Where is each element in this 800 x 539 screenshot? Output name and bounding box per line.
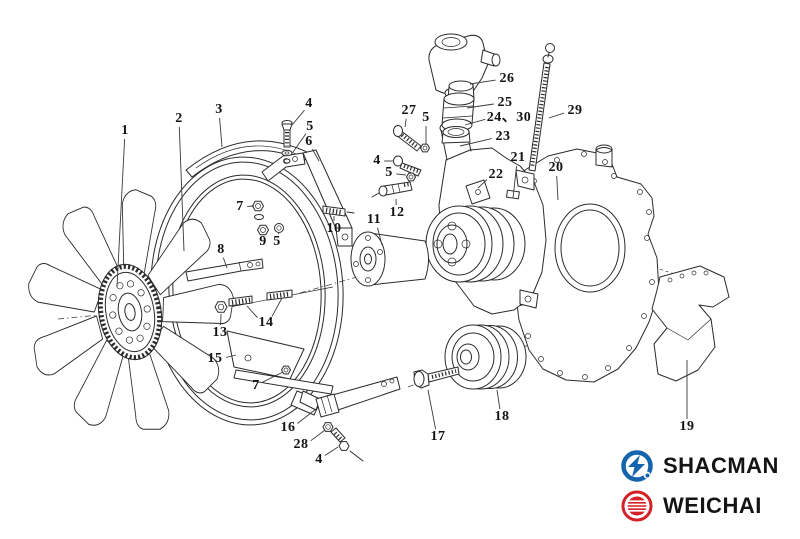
washer-nut-part [323,423,333,432]
hub-nut-part [215,302,227,312]
callout-14: 14 [258,315,274,330]
callout-8: 8 [217,242,225,257]
callout-13: 13 [212,325,228,340]
callout-26: 26 [499,71,515,86]
callout-5: 5 [385,165,393,180]
callout-5: 5 [273,234,281,249]
callout-20: 20 [548,160,564,175]
shacman-logo-icon [621,450,653,482]
callout-4: 4 [315,452,323,467]
callout-11: 11 [366,212,382,227]
callout-15: 15 [207,351,223,366]
callout-19: 19 [679,419,695,434]
callout-4: 4 [305,96,313,111]
callout-24、30: 24、30 [486,110,532,125]
callout-10: 10 [326,221,342,236]
callout-17: 17 [430,429,446,444]
callout-21: 21 [510,150,526,165]
hose-with-clamps-part [441,92,475,132]
fan-bracket-bar-part [185,258,264,282]
fan-part [24,187,235,436]
callout-23: 23 [495,129,511,144]
support-bracket-part [302,149,353,247]
callout-25: 25 [497,95,513,110]
callout-2: 2 [175,111,183,126]
callout-18: 18 [494,409,510,424]
callout-28: 28 [293,437,309,452]
fan-hub [97,263,163,361]
callout-16: 16 [280,420,296,435]
callout-1: 1 [121,123,129,138]
callout-7: 7 [236,199,244,214]
weichai-wordmark: WEICHAI [663,492,762,519]
bolt-part [330,427,364,462]
callout-9: 9 [259,234,267,249]
callout-22: 22 [488,167,504,182]
shacman-brand: SHACMAN [620,448,779,484]
elbow-fitting-part [371,181,413,198]
callout-5: 5 [306,119,314,134]
lower-guard-plate-part [226,330,334,395]
timing-gear-housing-plate [510,144,660,383]
callout-27: 27 [401,103,417,118]
thermostat-seat-part [441,126,471,144]
rear-support-bracket-part [651,265,730,382]
weichai-brand: WEICHAI [620,488,779,524]
bottom-bracket-part [299,376,401,418]
stud-part [228,289,293,307]
flange-bolt-part [281,120,293,164]
callout-29: 29 [567,103,583,118]
weichai-logo-icon [621,490,653,522]
dipstick-tube-part [528,43,555,172]
hex-nut-part [253,201,284,235]
stud-bolt-part [322,205,355,217]
long-bolt-part [393,125,430,152]
callout-4: 4 [373,153,381,168]
water-pump-pulley-part [425,205,526,283]
pulley-bolt-part [413,366,460,389]
callout-12: 12 [389,205,405,220]
callout-6: 6 [305,134,313,149]
callout-5: 5 [422,110,430,125]
callout-3: 3 [215,102,223,117]
shacman-wordmark: SHACMAN [663,452,779,479]
callout-7: 7 [252,378,260,393]
shroud-mount-tab [261,152,306,182]
brand-block: SHACMAN WEICHAI [620,448,779,524]
fan-spacer-part [350,231,429,287]
